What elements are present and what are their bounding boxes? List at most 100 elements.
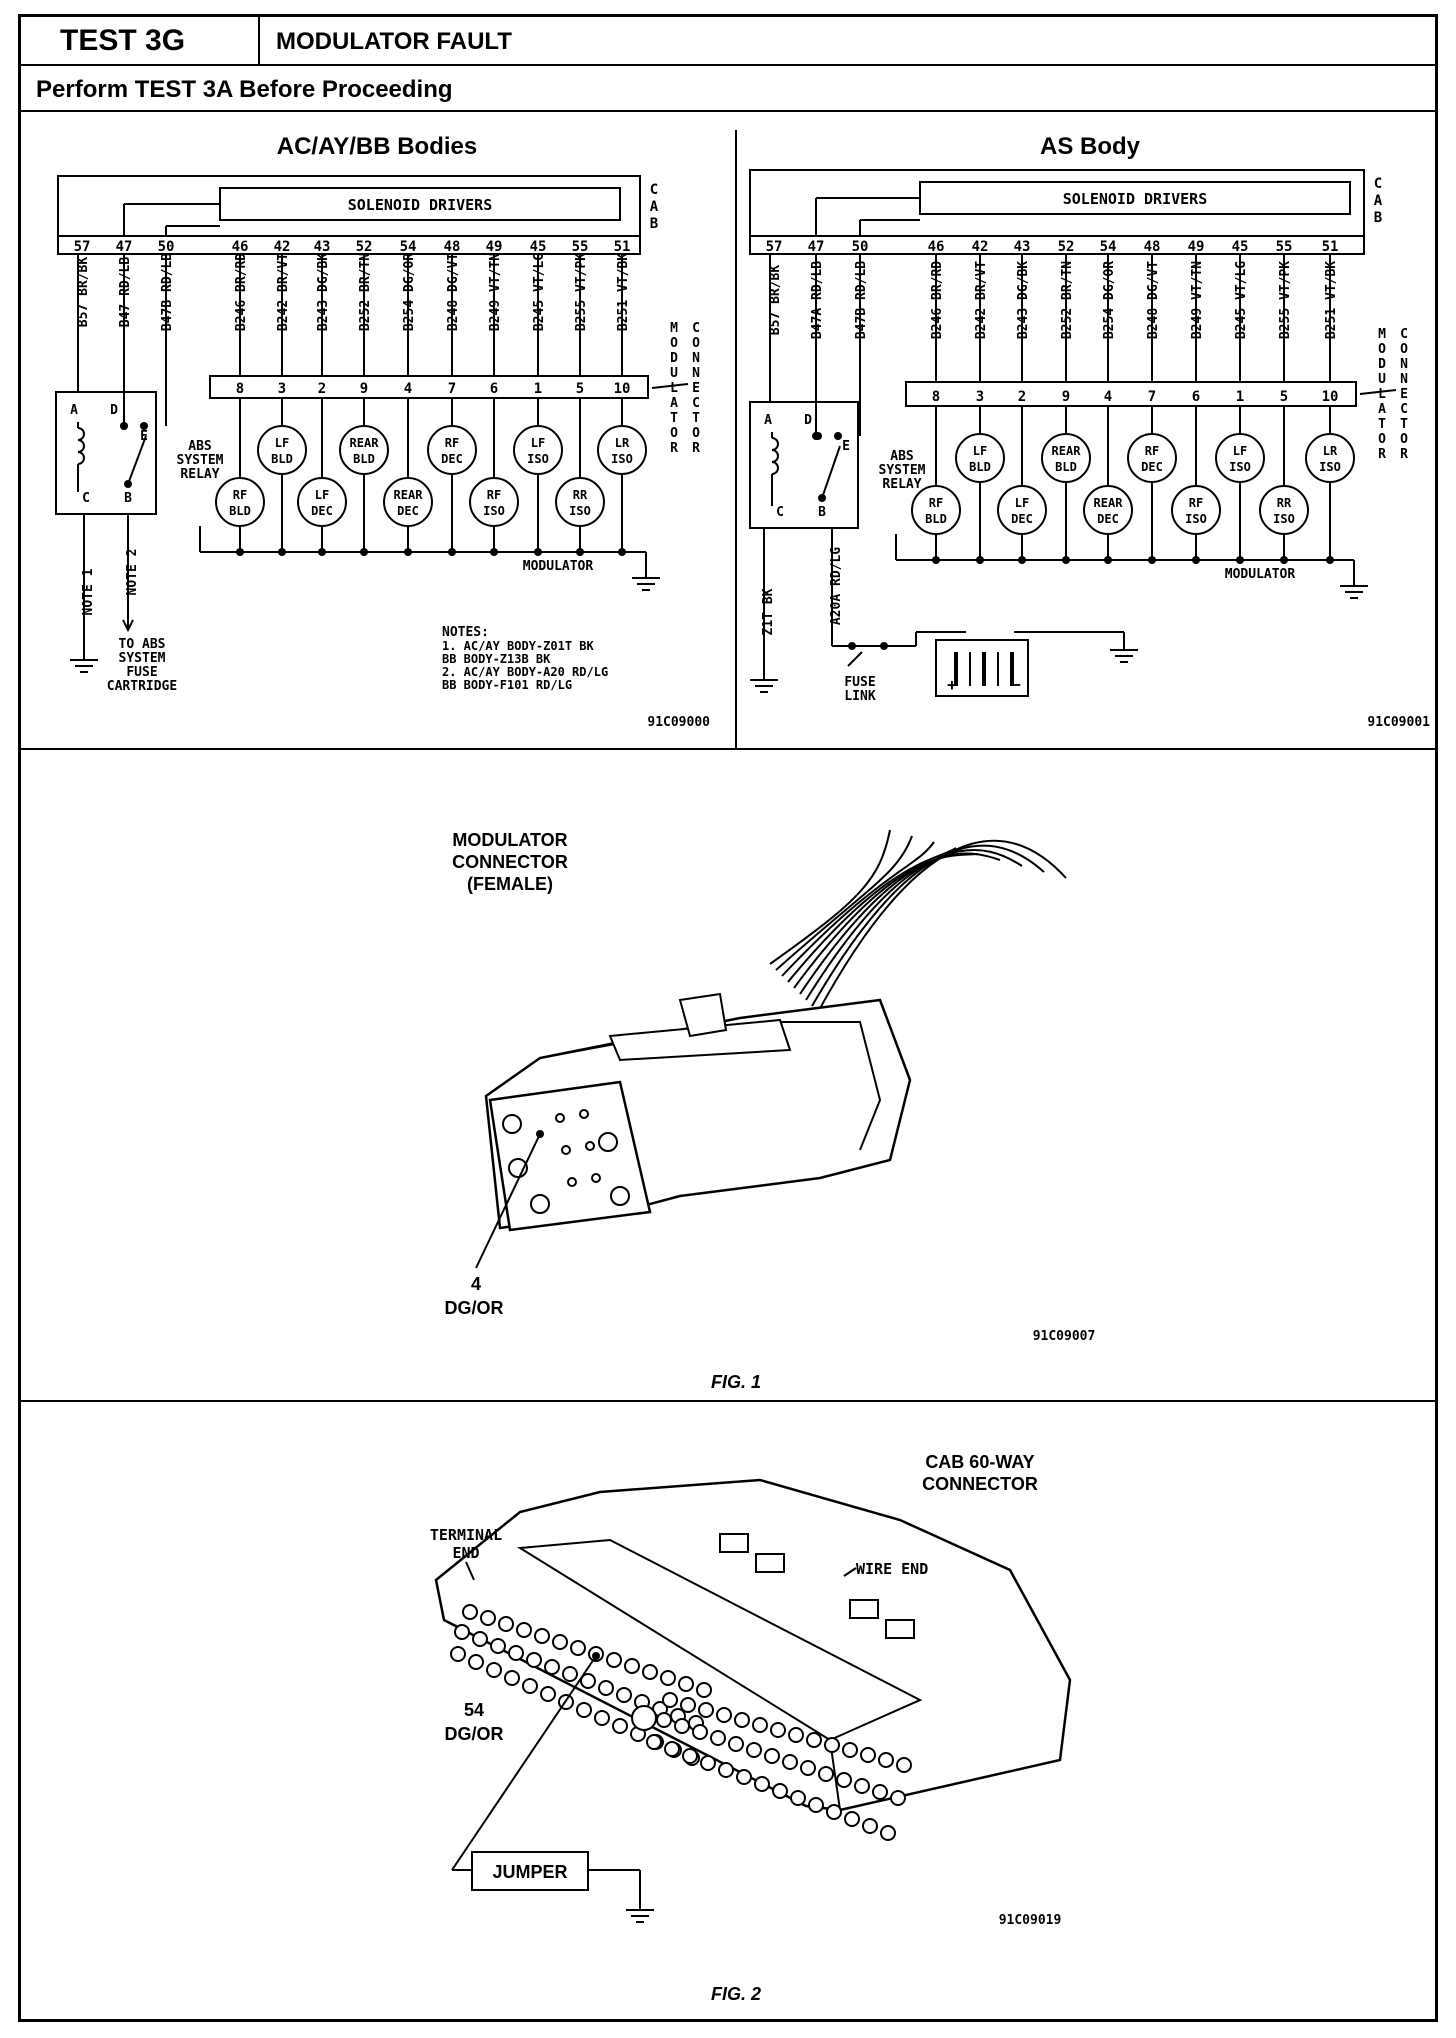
connector-label-letter: T	[1378, 417, 1386, 432]
solenoid-label: REAR	[350, 436, 380, 450]
solenoid-coil	[257, 425, 307, 475]
connector-label-letter: C	[692, 321, 700, 336]
connector-pin-number: 1	[1236, 389, 1244, 405]
cab-pin-number: 42	[274, 239, 291, 255]
solenoid-label: RF	[487, 488, 501, 502]
solenoid-label: DEC	[441, 452, 463, 466]
solenoid-label: RF	[929, 496, 943, 510]
connector-pin-number: 3	[278, 381, 286, 397]
wire-label: B242 BR/VT	[974, 261, 989, 339]
solenoid-label: DEC	[1097, 512, 1119, 526]
terminal-pin	[718, 1762, 734, 1778]
connector-label-letter: O	[1378, 342, 1386, 357]
terminal-pin	[790, 1790, 806, 1806]
terminal-pin	[612, 1718, 628, 1734]
relay-terminal: B	[124, 491, 132, 506]
cab-pin-number: 50	[852, 239, 869, 255]
relay-coil	[771, 437, 779, 475]
solenoid-coil	[1127, 433, 1177, 483]
terminal-pin	[734, 1712, 750, 1728]
terminal-pin	[562, 1666, 578, 1682]
solenoid-coil	[383, 477, 433, 527]
relay-terminal: C	[82, 491, 90, 506]
terminal-pin	[462, 1604, 478, 1620]
terminal-end-leader	[465, 1561, 475, 1581]
terminal-pin	[842, 1742, 858, 1758]
terminal-pin	[576, 1702, 592, 1718]
wire-label: B47A RD/LB	[810, 261, 825, 339]
terminal-pin	[764, 1748, 780, 1764]
cab-pin-number: 52	[356, 239, 373, 255]
solenoid-label: LR	[1323, 444, 1338, 458]
jumper-ground	[626, 1909, 654, 1923]
terminal-pin	[844, 1811, 860, 1827]
fuse-link-label: FUSE	[844, 675, 875, 690]
solenoid-label: REAR	[394, 488, 424, 502]
connector-pin-number: 1	[534, 381, 542, 397]
wire-label: B254 DG/OR	[402, 253, 417, 331]
terminal-cavity	[591, 1173, 601, 1183]
cab-pin-number: 45	[530, 239, 547, 255]
fuse-arrow	[122, 619, 134, 633]
solenoid-label: DEC	[397, 504, 419, 518]
solenoid-drivers-label: SOLENOID DRIVERS	[1063, 190, 1208, 208]
wire-end-leader	[843, 1567, 857, 1577]
terminal-pin	[486, 1662, 502, 1678]
connector-pin-number: 7	[448, 381, 456, 397]
solenoid-label: LF	[973, 444, 987, 458]
connector-pin-number: 10	[1322, 389, 1339, 405]
connector-label-letter: O	[1400, 342, 1408, 357]
connector-label-letter: T	[670, 411, 678, 426]
connector-pin-number: 6	[1192, 389, 1200, 405]
terminal-pin	[570, 1640, 586, 1656]
relay-contact-e	[834, 432, 842, 440]
terminal-cavity	[567, 1177, 577, 1187]
terminal-pin	[890, 1790, 906, 1806]
connector-label-letter: O	[692, 336, 700, 351]
diagram-title: AC/AY/BB Bodies	[277, 133, 477, 160]
solenoid-coil	[1215, 433, 1265, 483]
cab-pin-number: 46	[232, 239, 249, 255]
wire-label: B248 DG/VT	[446, 253, 461, 331]
relay-label: SYSTEM	[879, 463, 926, 478]
terminal-pin	[836, 1772, 852, 1788]
junction-dot	[812, 432, 820, 440]
connector-label-letter: C	[1400, 327, 1408, 342]
cab-label-letter: C	[650, 182, 658, 198]
wire-label: B57 BR/BK	[76, 257, 91, 328]
solenoid-label: BLD	[925, 512, 947, 526]
terminal-pin	[508, 1645, 524, 1661]
pin-wire-color: DG/OR	[444, 1298, 503, 1318]
terminal-pin	[818, 1766, 834, 1782]
terminal-pin	[660, 1670, 676, 1686]
diagram-title: AS Body	[1040, 133, 1141, 160]
relay-terminal: A	[764, 413, 772, 428]
wire-label: B57 BR/BK	[768, 265, 783, 336]
battery-ground	[1110, 649, 1138, 663]
terminal-pin	[728, 1736, 744, 1752]
solenoid-coil	[555, 477, 605, 527]
relay-coil	[77, 427, 85, 465]
note-line: 1. AC/AY BODY-Z01T BK	[442, 639, 594, 653]
terminal-cavity	[585, 1141, 595, 1151]
relay-terminal: E	[140, 429, 148, 444]
terminal-pin	[710, 1730, 726, 1746]
relay-terminal: C	[776, 505, 784, 520]
solenoid-drivers-label: SOLENOID DRIVERS	[348, 196, 493, 214]
connector-label-letter: O	[1378, 432, 1386, 447]
terminal-pin	[598, 1680, 614, 1696]
fuse-link-dot	[880, 642, 888, 650]
terminal-pin	[522, 1678, 538, 1694]
solenoid-coil	[339, 425, 389, 475]
solenoid-label: DEC	[1011, 512, 1033, 526]
cab-label-letter: B	[1374, 210, 1382, 226]
fig2-label: CAB 60-WAY	[925, 1452, 1034, 1472]
terminal-pin	[682, 1748, 698, 1764]
fuse-cartridge-label: FUSE	[126, 665, 157, 680]
note-1-label: NOTE 1	[81, 568, 96, 615]
solenoid-coil	[1305, 433, 1355, 483]
page-frame	[18, 14, 1438, 2022]
connector-label-letter: O	[692, 426, 700, 441]
terminal-pin	[472, 1631, 488, 1647]
terminal-pin	[606, 1652, 622, 1668]
